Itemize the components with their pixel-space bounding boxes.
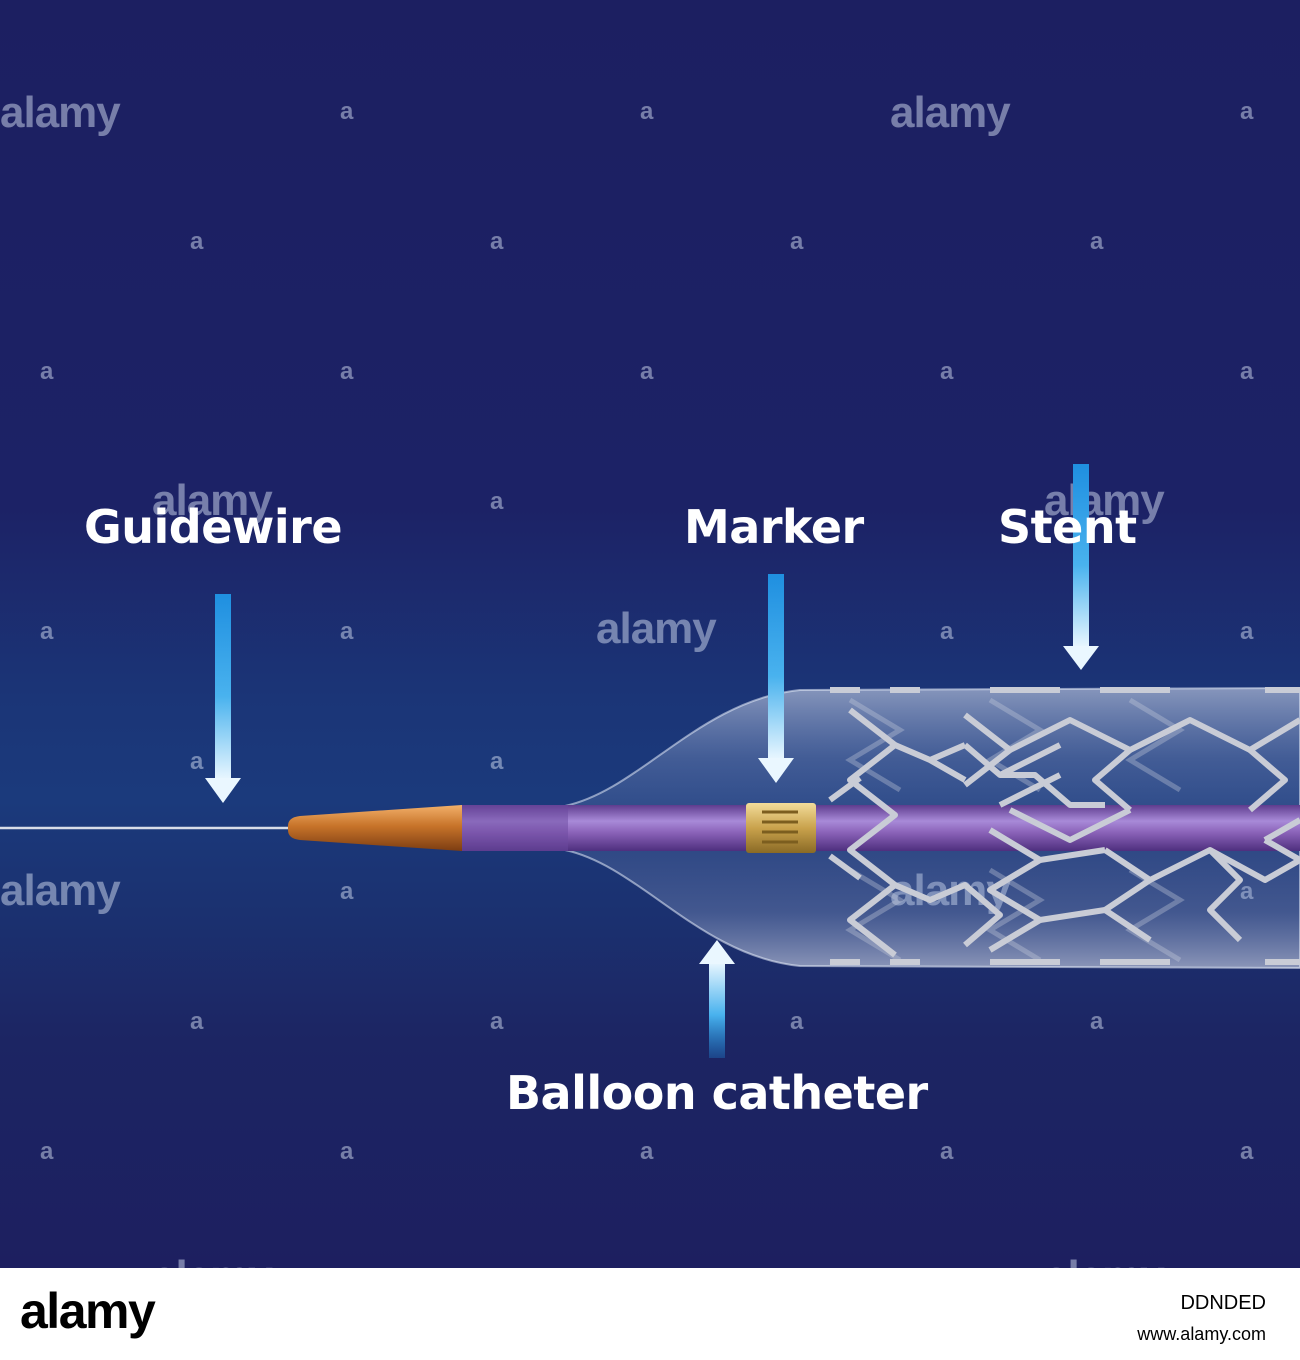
label-marker: Marker xyxy=(684,500,864,554)
stent-arrow xyxy=(1063,464,1099,670)
watermark-word: alamy xyxy=(596,604,717,653)
watermark-letter: a xyxy=(940,618,954,645)
watermark-letter: a xyxy=(190,1008,204,1035)
watermark-letter: a xyxy=(1090,228,1104,255)
watermark-letter: a xyxy=(1090,1008,1104,1035)
catheter-band xyxy=(460,805,568,851)
watermark-word: alamy xyxy=(152,476,273,525)
watermark-letter: a xyxy=(790,1008,804,1035)
watermark-letter: a xyxy=(490,488,504,515)
watermark-letter: a xyxy=(1240,358,1254,385)
footer-logo: alamy xyxy=(20,1283,156,1339)
label-guidewire: Guidewire xyxy=(84,500,343,554)
footer-bar: alamy DDNDED www.alamy.com xyxy=(0,1268,1300,1360)
watermark-letter: a xyxy=(40,358,54,385)
diagram-canvas: alamy alamy alamy alamy alamy alamy alam… xyxy=(0,0,1300,1268)
marker-band-grooves xyxy=(762,810,798,844)
watermark-letter: a xyxy=(1240,618,1254,645)
watermark-letter: a xyxy=(40,618,54,645)
watermark-word: alamy xyxy=(0,866,121,915)
label-stent: Stent xyxy=(998,500,1137,554)
watermark-letter: a xyxy=(340,618,354,645)
watermark-letter: a xyxy=(940,1138,954,1165)
stent-front-struts xyxy=(828,687,1300,965)
watermark-word: alamy xyxy=(0,88,121,137)
footer-image-id: DDNDED xyxy=(1180,1292,1266,1314)
watermark-word: alamy xyxy=(890,88,1011,137)
watermark-letter: a xyxy=(1240,98,1254,125)
watermark-letter: a xyxy=(1240,1138,1254,1165)
watermark-letter: a xyxy=(190,228,204,255)
watermark-letter: a xyxy=(340,1138,354,1165)
watermark-letter: a xyxy=(340,358,354,385)
watermark-letter: a xyxy=(190,748,204,775)
label-balloon-catheter: Balloon catheter xyxy=(506,1066,928,1120)
watermark-letter: a xyxy=(490,228,504,255)
guidewire-arrow xyxy=(205,594,241,803)
watermark-letter: a xyxy=(790,228,804,255)
watermark-letter: a xyxy=(40,1138,54,1165)
watermark-word: alamy xyxy=(152,1252,273,1268)
watermark-word: alamy xyxy=(1044,476,1165,525)
watermark-letter: a xyxy=(640,358,654,385)
marker-arrow xyxy=(758,574,794,783)
watermark-word: alamy xyxy=(1044,1252,1165,1268)
stent-illustration xyxy=(0,464,1300,1058)
watermark-letter: a xyxy=(640,1138,654,1165)
watermark-letter: a xyxy=(340,98,354,125)
watermark-letter: a xyxy=(490,748,504,775)
footer-url: www.alamy.com xyxy=(1137,1324,1266,1344)
watermark-letter: a xyxy=(640,98,654,125)
watermark-letter: a xyxy=(340,878,354,905)
watermark-letter: a xyxy=(940,358,954,385)
watermark-letter: a xyxy=(490,1008,504,1035)
balloon-catheter-arrow xyxy=(699,940,735,1058)
tip-shape xyxy=(288,805,462,851)
